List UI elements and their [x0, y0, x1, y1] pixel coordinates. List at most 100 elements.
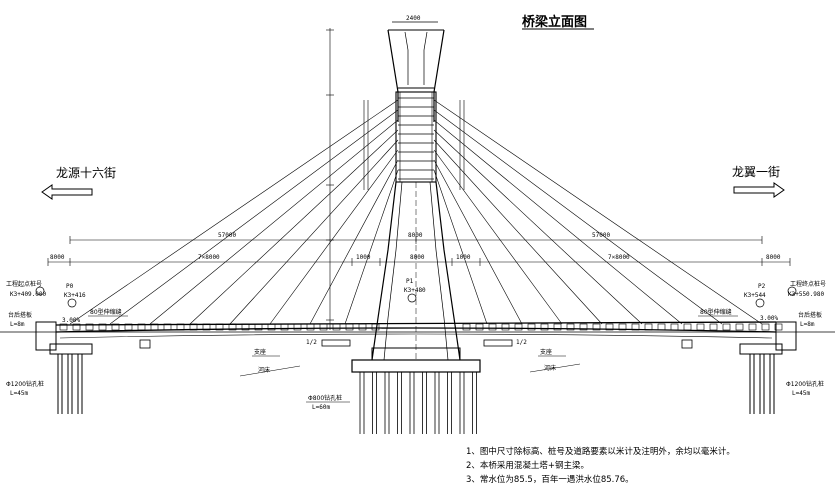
deck-segment: [631, 323, 640, 331]
p2-label: P2: [758, 283, 766, 290]
stay-cable-left: [344, 169, 399, 325]
deck-segment: [553, 323, 562, 331]
dim-left-inner: 1000: [356, 254, 371, 261]
deck-segment: [215, 323, 224, 331]
note-2: 2、本桥采用混凝土塔+钢主梁。: [466, 460, 589, 471]
bearing-left-label: 支座: [254, 348, 266, 356]
pile-center-length: L=60m: [312, 404, 330, 411]
deck-segment: [254, 323, 263, 331]
pile-right-length: L=45m: [792, 390, 810, 397]
deck-segment: [85, 323, 94, 331]
deck-segment: [488, 323, 497, 331]
stay-cables: [69, 99, 763, 325]
right-direction-label: 龙翼一街: [732, 165, 780, 179]
stay-cable-right: [433, 119, 683, 325]
dim-right-sub: 7×8000: [608, 254, 630, 261]
deck-segment: [111, 323, 120, 331]
pier-station: P1 K3+480: [404, 278, 426, 303]
deck-segment: [189, 323, 198, 331]
station-marker-icon: [787, 286, 797, 296]
station-marker-icon: [755, 298, 765, 308]
deck-segment: [722, 323, 731, 331]
dim-center-a: 8000: [408, 232, 423, 239]
station-marker-icon: [35, 286, 45, 296]
deck-segment: [371, 323, 380, 331]
deck-segment: [774, 323, 783, 331]
abutment-right-label: 台后搭板: [798, 311, 822, 319]
right-abutment: [739, 321, 797, 414]
stay-cable-right: [433, 159, 523, 325]
deck-segment: [501, 323, 510, 331]
deck-segment: [176, 323, 185, 331]
deck-segment: [98, 323, 107, 331]
deck-segment: [358, 323, 367, 331]
joint-left-label: 80型伸缩缝: [90, 308, 122, 316]
stay-cable-left: [69, 99, 399, 325]
left-direction-arrow: 龙源十六街: [41, 166, 116, 200]
pile-left-length: L=45m: [10, 390, 28, 397]
deck-segment: [228, 323, 237, 331]
start-station: 工程起点桩号 K3+409.000: [6, 280, 47, 298]
p2-station: P2 K3+544: [744, 283, 766, 308]
dim-top-width: 2400: [406, 15, 421, 22]
left-abutment: [35, 321, 93, 414]
deck-segment: [540, 323, 549, 331]
deck-segment: [709, 323, 718, 331]
deck-segment: [59, 323, 68, 331]
deck-segment: [267, 323, 276, 331]
beam-mid-right: 1/2: [516, 339, 527, 346]
deck-segment: [72, 323, 81, 331]
slope-right: 3.00%: [760, 315, 778, 322]
stay-cable-right: [433, 129, 643, 325]
abutment-left-label: 台后搭板: [8, 311, 32, 319]
abutment-right-length: L=8m: [800, 321, 815, 328]
cable-anchor-ticks: [398, 97, 434, 180]
stay-cable-right: [433, 169, 488, 325]
stay-cable-left: [189, 129, 399, 325]
deck-segment: [527, 323, 536, 331]
stay-cable-right: [433, 109, 723, 325]
pier-value: K3+480: [404, 287, 426, 294]
left-arrow-icon: [41, 184, 93, 200]
pile-right-label: Φ1200钻孔桩: [786, 380, 824, 388]
stay-cable-left: [229, 139, 399, 325]
pile-center-label: Φ800钻孔桩: [308, 394, 342, 402]
dim-right-end: 8000: [766, 254, 781, 261]
ground-right-label: 河床: [544, 364, 556, 372]
joint-right-label: 80型伸缩缝: [700, 308, 732, 316]
left-direction-label: 龙源十六街: [56, 166, 116, 180]
right-direction-arrow: 龙翼一街: [732, 165, 785, 198]
p2-value: K3+544: [744, 292, 766, 299]
drawing-title: 桥梁立面图: [522, 14, 587, 30]
deck-segment: [163, 323, 172, 331]
station-marker-icon: [67, 298, 77, 308]
bearing-right-label: 支座: [540, 348, 552, 356]
end-station: 工程终点桩号 K3+550.980: [787, 280, 826, 298]
stay-cable-right: [433, 139, 603, 325]
deck-segment-marks: [59, 323, 783, 331]
pylon: [371, 29, 461, 361]
deck-segment: [644, 323, 653, 331]
stay-cable-right: [433, 149, 563, 325]
stay-cable-right: [433, 99, 763, 325]
dim-right-inner: 1000: [456, 254, 471, 261]
deck-segment: [241, 323, 250, 331]
stay-cable-left: [149, 119, 399, 325]
p0-label: P0: [66, 283, 74, 290]
end-station-label: 工程终点桩号: [790, 280, 826, 288]
span-dimensions: [47, 236, 791, 266]
dim-left-sub: 7×8000: [198, 254, 220, 261]
deck-segment: [332, 323, 341, 331]
deck-segment: [280, 323, 289, 331]
deck-segment: [592, 323, 601, 331]
note-1: 1、图中尺寸除标高、桩号及道路要素以米计及注明外，余均以毫米计。: [466, 446, 735, 457]
beam-mid-left: 1/2: [306, 339, 317, 346]
slope-left: 3.00%: [62, 317, 80, 324]
dim-center-b: 8000: [410, 254, 425, 261]
deck-segment: [670, 323, 679, 331]
end-station-value: K3+550.980: [788, 291, 825, 298]
deck-segment: [566, 323, 575, 331]
deck-segment: [683, 323, 692, 331]
bearings: [139, 339, 693, 349]
